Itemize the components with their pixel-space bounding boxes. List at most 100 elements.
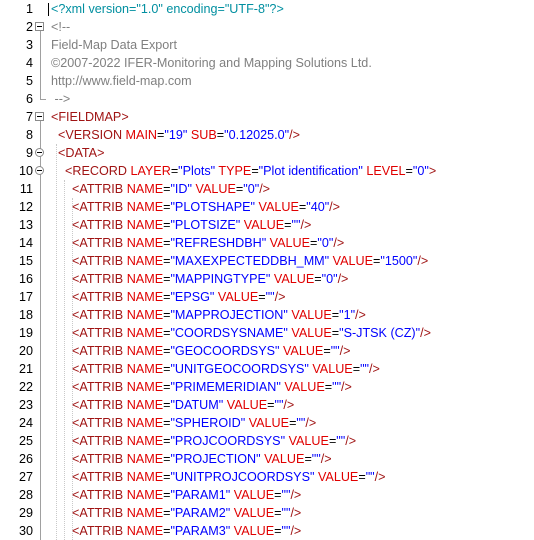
code-token: <ATTRIB	[72, 236, 127, 250]
code-token: />	[374, 470, 386, 484]
code-token: ""	[274, 398, 284, 412]
code-line[interactable]: 18 <ATTRIB NAME="MAPPROJECTION" VALUE="1…	[0, 306, 534, 324]
code-token: "0"	[321, 272, 338, 286]
code-token	[51, 362, 72, 376]
code-text: <ATTRIB NAME="PARAM3" VALUE=""/>	[51, 522, 301, 540]
code-token: =	[310, 236, 318, 250]
code-line[interactable]: 13 <ATTRIB NAME="PLOTSIZE" VALUE=""/>	[0, 216, 534, 234]
code-token: -->	[51, 92, 71, 106]
code-text: <ATTRIB NAME="COORDSYSNAME" VALUE="S-JTS…	[51, 324, 431, 342]
code-token: =	[258, 290, 266, 304]
code-text: <DATA>	[51, 144, 104, 162]
code-line[interactable]: 22 <ATTRIB NAME="PRIMEMERIDIAN" VALUE=""…	[0, 378, 534, 396]
code-token: <ATTRIB	[72, 434, 127, 448]
code-token: <ATTRIB	[72, 452, 127, 466]
code-line[interactable]: 1<?xml version="1.0" encoding="UTF-8"?>	[0, 0, 534, 18]
code-text: <ATTRIB NAME="DATUM" VALUE=""/>	[51, 396, 294, 414]
code-text: <ATTRIB NAME="PARAM1" VALUE=""/>	[51, 486, 301, 504]
code-line[interactable]: 30 <ATTRIB NAME="PARAM3" VALUE=""/>	[0, 522, 534, 540]
code-text: -->	[51, 90, 70, 108]
fold-toggle-icon[interactable]	[34, 162, 46, 180]
code-line[interactable]: 16 <ATTRIB NAME="MAPPINGTYPE" VALUE="0"/…	[0, 270, 534, 288]
code-line[interactable]: 9 <DATA>	[0, 144, 534, 162]
code-text: <ATTRIB NAME="REFRESHDBH" VALUE="0"/>	[51, 234, 344, 252]
code-text: <?xml version="1.0" encoding="UTF-8"?>	[51, 0, 284, 18]
code-line[interactable]: 6 -->	[0, 90, 534, 108]
code-line[interactable]: 12 <ATTRIB NAME="PLOTSHAPE" VALUE="40"/>	[0, 198, 534, 216]
code-line[interactable]: 15 <ATTRIB NAME="MAXEXPECTEDDBH_MM" VALU…	[0, 252, 534, 270]
code-token: VALUE	[269, 236, 311, 250]
code-token	[51, 344, 72, 358]
code-line[interactable]: 4©2007-2022 IFER-Monitoring and Mapping …	[0, 54, 534, 72]
fold-toggle-icon[interactable]	[34, 144, 46, 162]
code-line[interactable]: 20 <ATTRIB NAME="GEOCOORDSYS" VALUE=""/>	[0, 342, 534, 360]
fold-guide	[34, 432, 46, 450]
code-token: <?xml version="1.0" encoding="UTF-8"?>	[51, 2, 284, 16]
code-text: <VERSION MAIN="19" SUB="0.12025.0"/>	[51, 126, 300, 144]
code-token: VALUE	[291, 326, 332, 340]
code-token	[51, 506, 72, 520]
code-token: VALUE	[233, 488, 275, 502]
code-token: =	[314, 272, 322, 286]
code-token: http://www.field-map.com	[51, 74, 192, 88]
code-token: ""	[296, 416, 306, 430]
code-line[interactable]: 11 <ATTRIB NAME="ID" VALUE="0"/>	[0, 180, 534, 198]
fold-toggle-icon[interactable]	[34, 18, 46, 36]
code-line[interactable]: 10 <RECORD LAYER="Plots" TYPE="Plot iden…	[0, 162, 534, 180]
code-token: <ATTRIB	[72, 290, 127, 304]
collapse-minus-icon[interactable]	[35, 166, 44, 175]
line-number: 28	[18, 488, 33, 502]
code-line[interactable]: 26 <ATTRIB NAME="PROJECTION" VALUE=""/>	[0, 450, 534, 468]
code-token	[51, 452, 72, 466]
code-token: <ATTRIB	[72, 272, 127, 286]
code-token	[51, 488, 72, 502]
code-token: />	[420, 326, 431, 340]
collapse-minus-icon[interactable]	[35, 148, 44, 157]
code-token: =	[323, 344, 331, 358]
code-line[interactable]: 23 <ATTRIB NAME="DATUM" VALUE=""/>	[0, 396, 534, 414]
fold-guide	[34, 414, 46, 432]
line-number: 11	[19, 182, 33, 196]
fold-guide	[34, 324, 46, 342]
line-number: 24	[18, 416, 33, 430]
code-token: =	[373, 254, 381, 268]
code-line[interactable]: 24 <ATTRIB NAME="SPHEROID" VALUE=""/>	[0, 414, 534, 432]
code-line[interactable]: 7<FIELDMAP>	[0, 108, 534, 126]
fold-guide	[34, 54, 46, 72]
code-token: ""	[291, 218, 301, 232]
line-number: 14	[18, 236, 33, 250]
code-token: <ATTRIB	[72, 344, 127, 358]
line-number: 17	[18, 290, 33, 304]
code-token: NAME	[126, 524, 164, 538]
code-token	[51, 470, 72, 484]
code-line[interactable]: 21 <ATTRIB NAME="UNITGEOCOORDSYS" VALUE=…	[0, 360, 534, 378]
code-line[interactable]: 28 <ATTRIB NAME="PARAM1" VALUE=""/>	[0, 486, 534, 504]
line-number: 27	[18, 470, 33, 484]
code-line[interactable]: 19 <ATTRIB NAME="COORDSYSNAME" VALUE="S-…	[0, 324, 534, 342]
code-line[interactable]: 27 <ATTRIB NAME="UNITPROJCOORDSYS" VALUE…	[0, 468, 534, 486]
code-token: =	[284, 218, 292, 232]
code-token: VALUE	[284, 380, 325, 394]
code-token: =	[405, 164, 413, 178]
fold-guide	[34, 198, 46, 216]
fold-toggle-icon[interactable]	[34, 108, 46, 126]
collapse-minus-icon[interactable]	[35, 22, 44, 31]
code-line[interactable]: 17 <ATTRIB NAME="EPSG" VALUE=""/>	[0, 288, 534, 306]
code-line[interactable]: 8 <VERSION MAIN="19" SUB="0.12025.0"/>	[0, 126, 534, 144]
code-token: />	[417, 254, 429, 268]
code-text: <ATTRIB NAME="UNITGEOCOORDSYS" VALUE=""/…	[51, 360, 380, 378]
code-token: NAME	[126, 272, 164, 286]
code-line[interactable]: 2<!--	[0, 18, 534, 36]
code-line[interactable]: 14 <ATTRIB NAME="REFRESHDBH" VALUE="0"/>	[0, 234, 534, 252]
code-line[interactable]: 29 <ATTRIB NAME="PARAM2" VALUE=""/>	[0, 504, 534, 522]
collapse-minus-icon[interactable]	[35, 112, 44, 121]
code-line[interactable]: 25 <ATTRIB NAME="PROJCOORDSYS" VALUE=""/…	[0, 432, 534, 450]
line-number: 16	[18, 272, 33, 286]
code-token: "1500"	[380, 254, 418, 268]
indent-guide	[56, 144, 57, 540]
code-text: <!--	[51, 18, 70, 36]
code-token: =	[235, 182, 244, 196]
